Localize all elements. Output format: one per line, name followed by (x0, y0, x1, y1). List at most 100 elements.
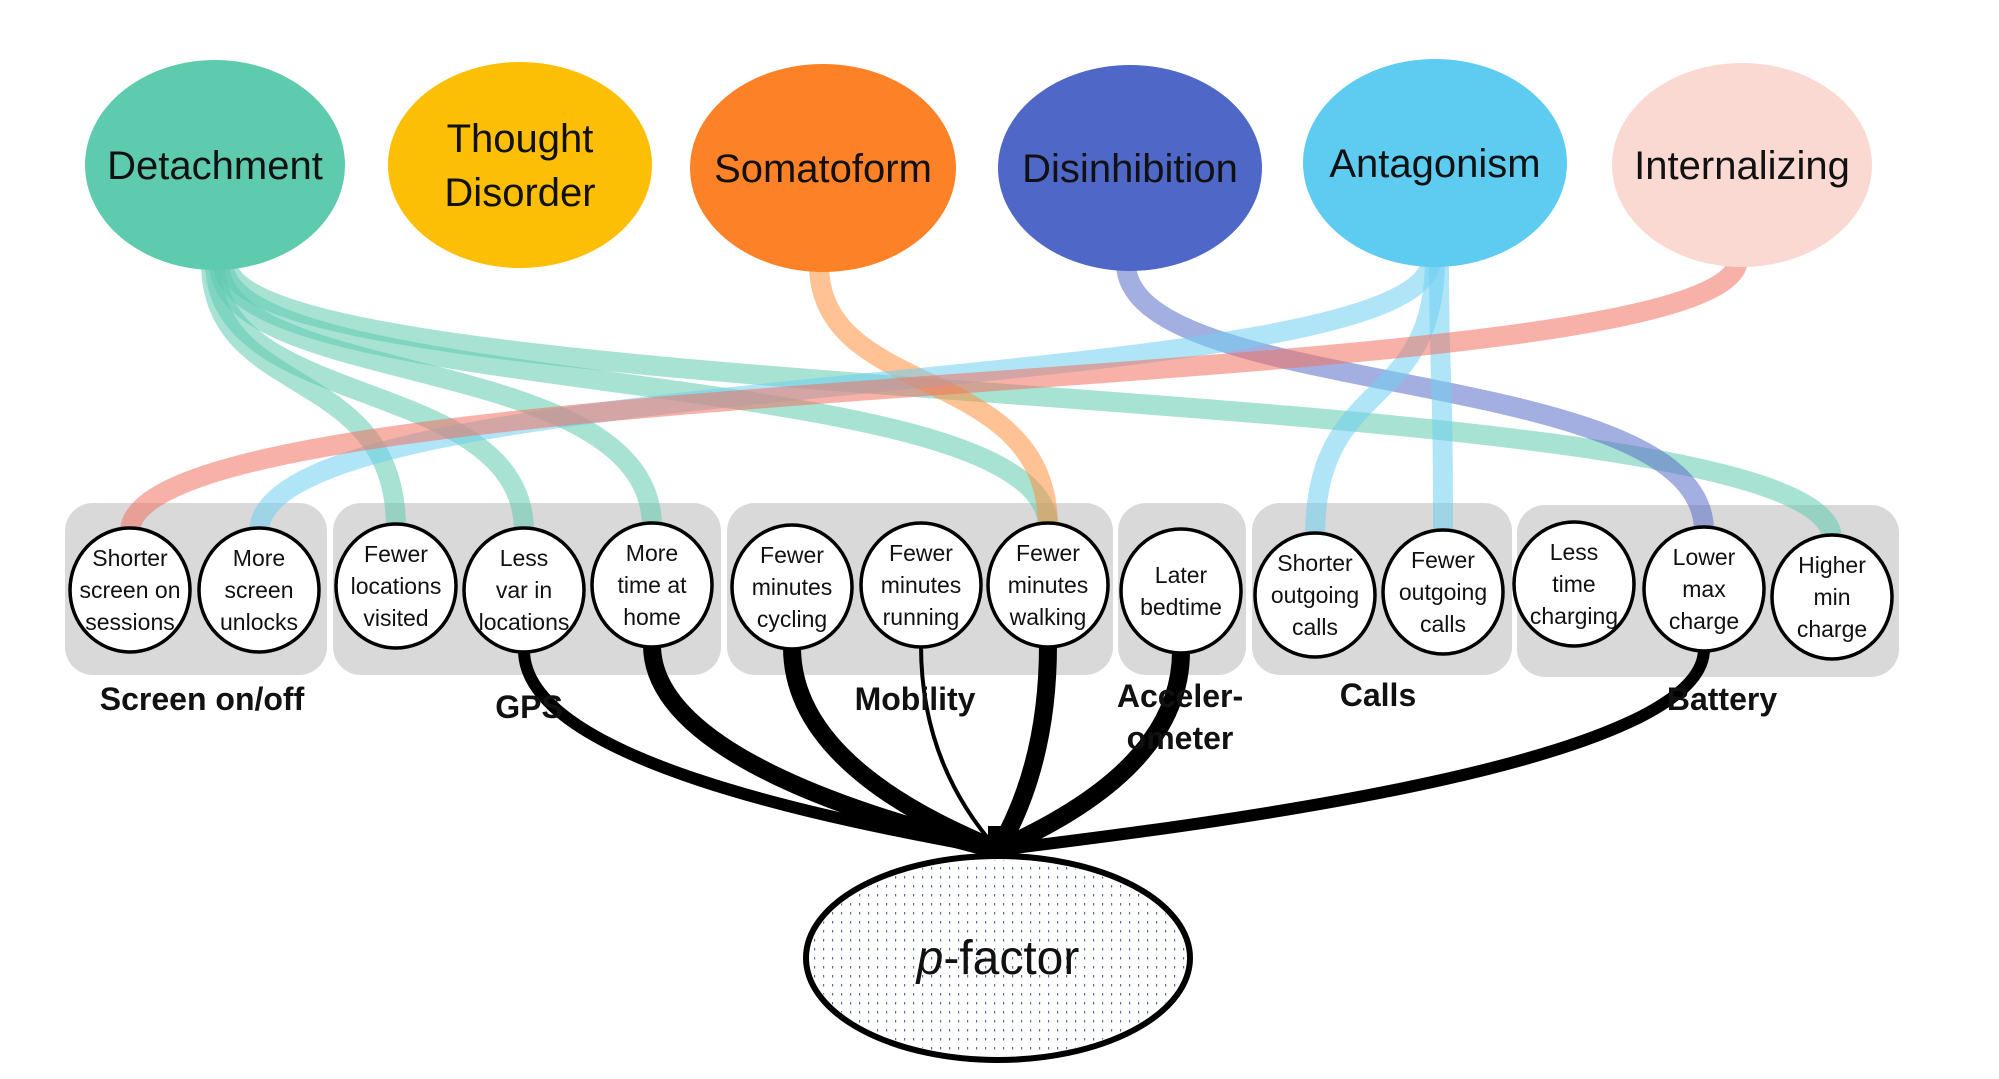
factor-ellipse (388, 62, 652, 268)
factor-link-disinhibition-to-lower_max_charge (1116, 261, 1714, 532)
pfactor-node: p-factor (803, 853, 1193, 1063)
feature-node-fewer_cycling: Fewer minutes cycling (730, 523, 854, 651)
feature-label: screen on (79, 577, 180, 603)
factor-ellipse (1303, 59, 1567, 267)
feature-label: outgoing (1399, 579, 1487, 605)
feature-label: locations (479, 609, 570, 635)
pfactor-label: p-factor (915, 932, 1080, 985)
group-label-gps: GPS (495, 689, 563, 725)
factor-link-detachment-to-less_var_locations (205, 261, 534, 533)
factor-ellipse (85, 60, 345, 270)
feature-circle (986, 521, 1110, 649)
pfactor-dot-fill (810, 860, 1186, 1056)
feature-label: running (883, 604, 960, 630)
factor-link-detachment-to-higher_min_charge (217, 259, 1842, 541)
pfactor-link-later_bedtime (989, 650, 1190, 860)
feature-label: Fewer (1016, 540, 1080, 566)
feature-label: time at (617, 572, 687, 598)
pfactor-link-lower_max_charge (992, 648, 1710, 860)
factor-label: Thought (447, 117, 594, 161)
feature-label: charge (1797, 616, 1867, 642)
feature-node-fewer_outgoing_calls: Fewer outgoing calls (1381, 528, 1505, 656)
feature-label: minutes (881, 572, 962, 598)
feature-label: Fewer (760, 542, 824, 568)
factor-node-somatoform: Somatoform (690, 64, 956, 272)
feature-label: Higher (1798, 552, 1866, 578)
feature-label: minutes (752, 574, 833, 600)
feature-label: sessions (85, 609, 174, 635)
feature-label: Fewer (1411, 547, 1475, 573)
factor-label: Somatoform (714, 147, 932, 191)
feature-circle (1770, 533, 1894, 661)
factor-links (120, 256, 1842, 541)
group-label-screen: Screen on/off (100, 681, 305, 717)
feature-circle (1642, 525, 1766, 653)
feature-label: More (626, 540, 678, 566)
pfactor-link-fewer_cycling (783, 646, 1007, 860)
feature-node-lower_max_charge: Lower max charge (1642, 525, 1766, 653)
factor-node-detachment: Detachment (85, 60, 345, 270)
feature-label: calls (1292, 614, 1338, 640)
feature-label: Fewer (364, 541, 428, 567)
feature-circle (462, 526, 586, 654)
pfactor-link-trunk (988, 826, 1008, 860)
feature-circle (68, 526, 192, 654)
feature-circle (859, 521, 983, 649)
feature-label: Shorter (1277, 550, 1353, 576)
feature-node-fewer_locations: Fewer locations visited (334, 522, 458, 650)
feature-circle (1119, 527, 1243, 655)
group-label-accelerometer: Acceler- (1117, 678, 1243, 714)
pfactor-label-rest: -factor (943, 932, 1079, 985)
feature-label: More (233, 545, 285, 571)
factor-link-detachment-to-fewer_walking (213, 260, 1058, 529)
feature-label: min (1813, 584, 1850, 610)
feature-node-higher_min_charge: Higher min charge (1770, 533, 1894, 661)
group-label-mobility: Mobility (855, 681, 976, 717)
factor-label: Disorder (444, 171, 595, 215)
factor-link-antagonism-to-shorter_outgoing_calls (1305, 258, 1445, 538)
factor-ellipse (1612, 63, 1872, 267)
feature-label: calls (1420, 611, 1466, 637)
feature-circle (1253, 531, 1377, 659)
feature-circle (197, 526, 321, 654)
group-label-calls: Calls (1340, 677, 1416, 713)
pfactor-links (518, 644, 1710, 860)
feature-circle (334, 522, 458, 650)
factor-link-internalizing-to-shorter_screen_on (120, 256, 1748, 534)
feature-node-shorter_outgoing_calls: Shorter outgoing calls (1253, 531, 1377, 659)
factor-node-internalizing: Internalizing (1612, 63, 1872, 267)
feature-circle (1512, 520, 1636, 648)
feature-label: charging (1530, 603, 1618, 629)
feature-label: visited (363, 605, 428, 631)
feature-label: Lower (1673, 544, 1736, 570)
group-labels: Screen on/off GPS Mobility Acceler-ometer Ca… (100, 677, 1778, 756)
factor-label: Antagonism (1329, 142, 1540, 186)
feature-nodes: Shorter screen on sessions Morescreenunlock… (68, 520, 1894, 661)
feature-node-shorter_screen_on: Shorter screen on sessions (68, 526, 192, 654)
feature-label: locations (351, 573, 442, 599)
pfactor-label-italic: p (915, 932, 944, 985)
feature-circle (1381, 528, 1505, 656)
feature-label: max (1682, 576, 1726, 602)
factor-label: Detachment (107, 144, 323, 188)
feature-label: Shorter (92, 545, 168, 571)
feature-label: var in (496, 577, 552, 603)
factor-label: Disinhibition (1022, 147, 1238, 191)
feature-label: outgoing (1271, 582, 1359, 608)
factor-node-antagonism: Antagonism (1303, 59, 1567, 267)
feature-label: charge (1669, 608, 1739, 634)
factor-node-disinhibition: Disinhibition (998, 65, 1262, 271)
feature-label: Less (1550, 539, 1599, 565)
feature-label: cycling (757, 606, 827, 632)
group-label-accelerometer: ometer (1127, 720, 1234, 756)
